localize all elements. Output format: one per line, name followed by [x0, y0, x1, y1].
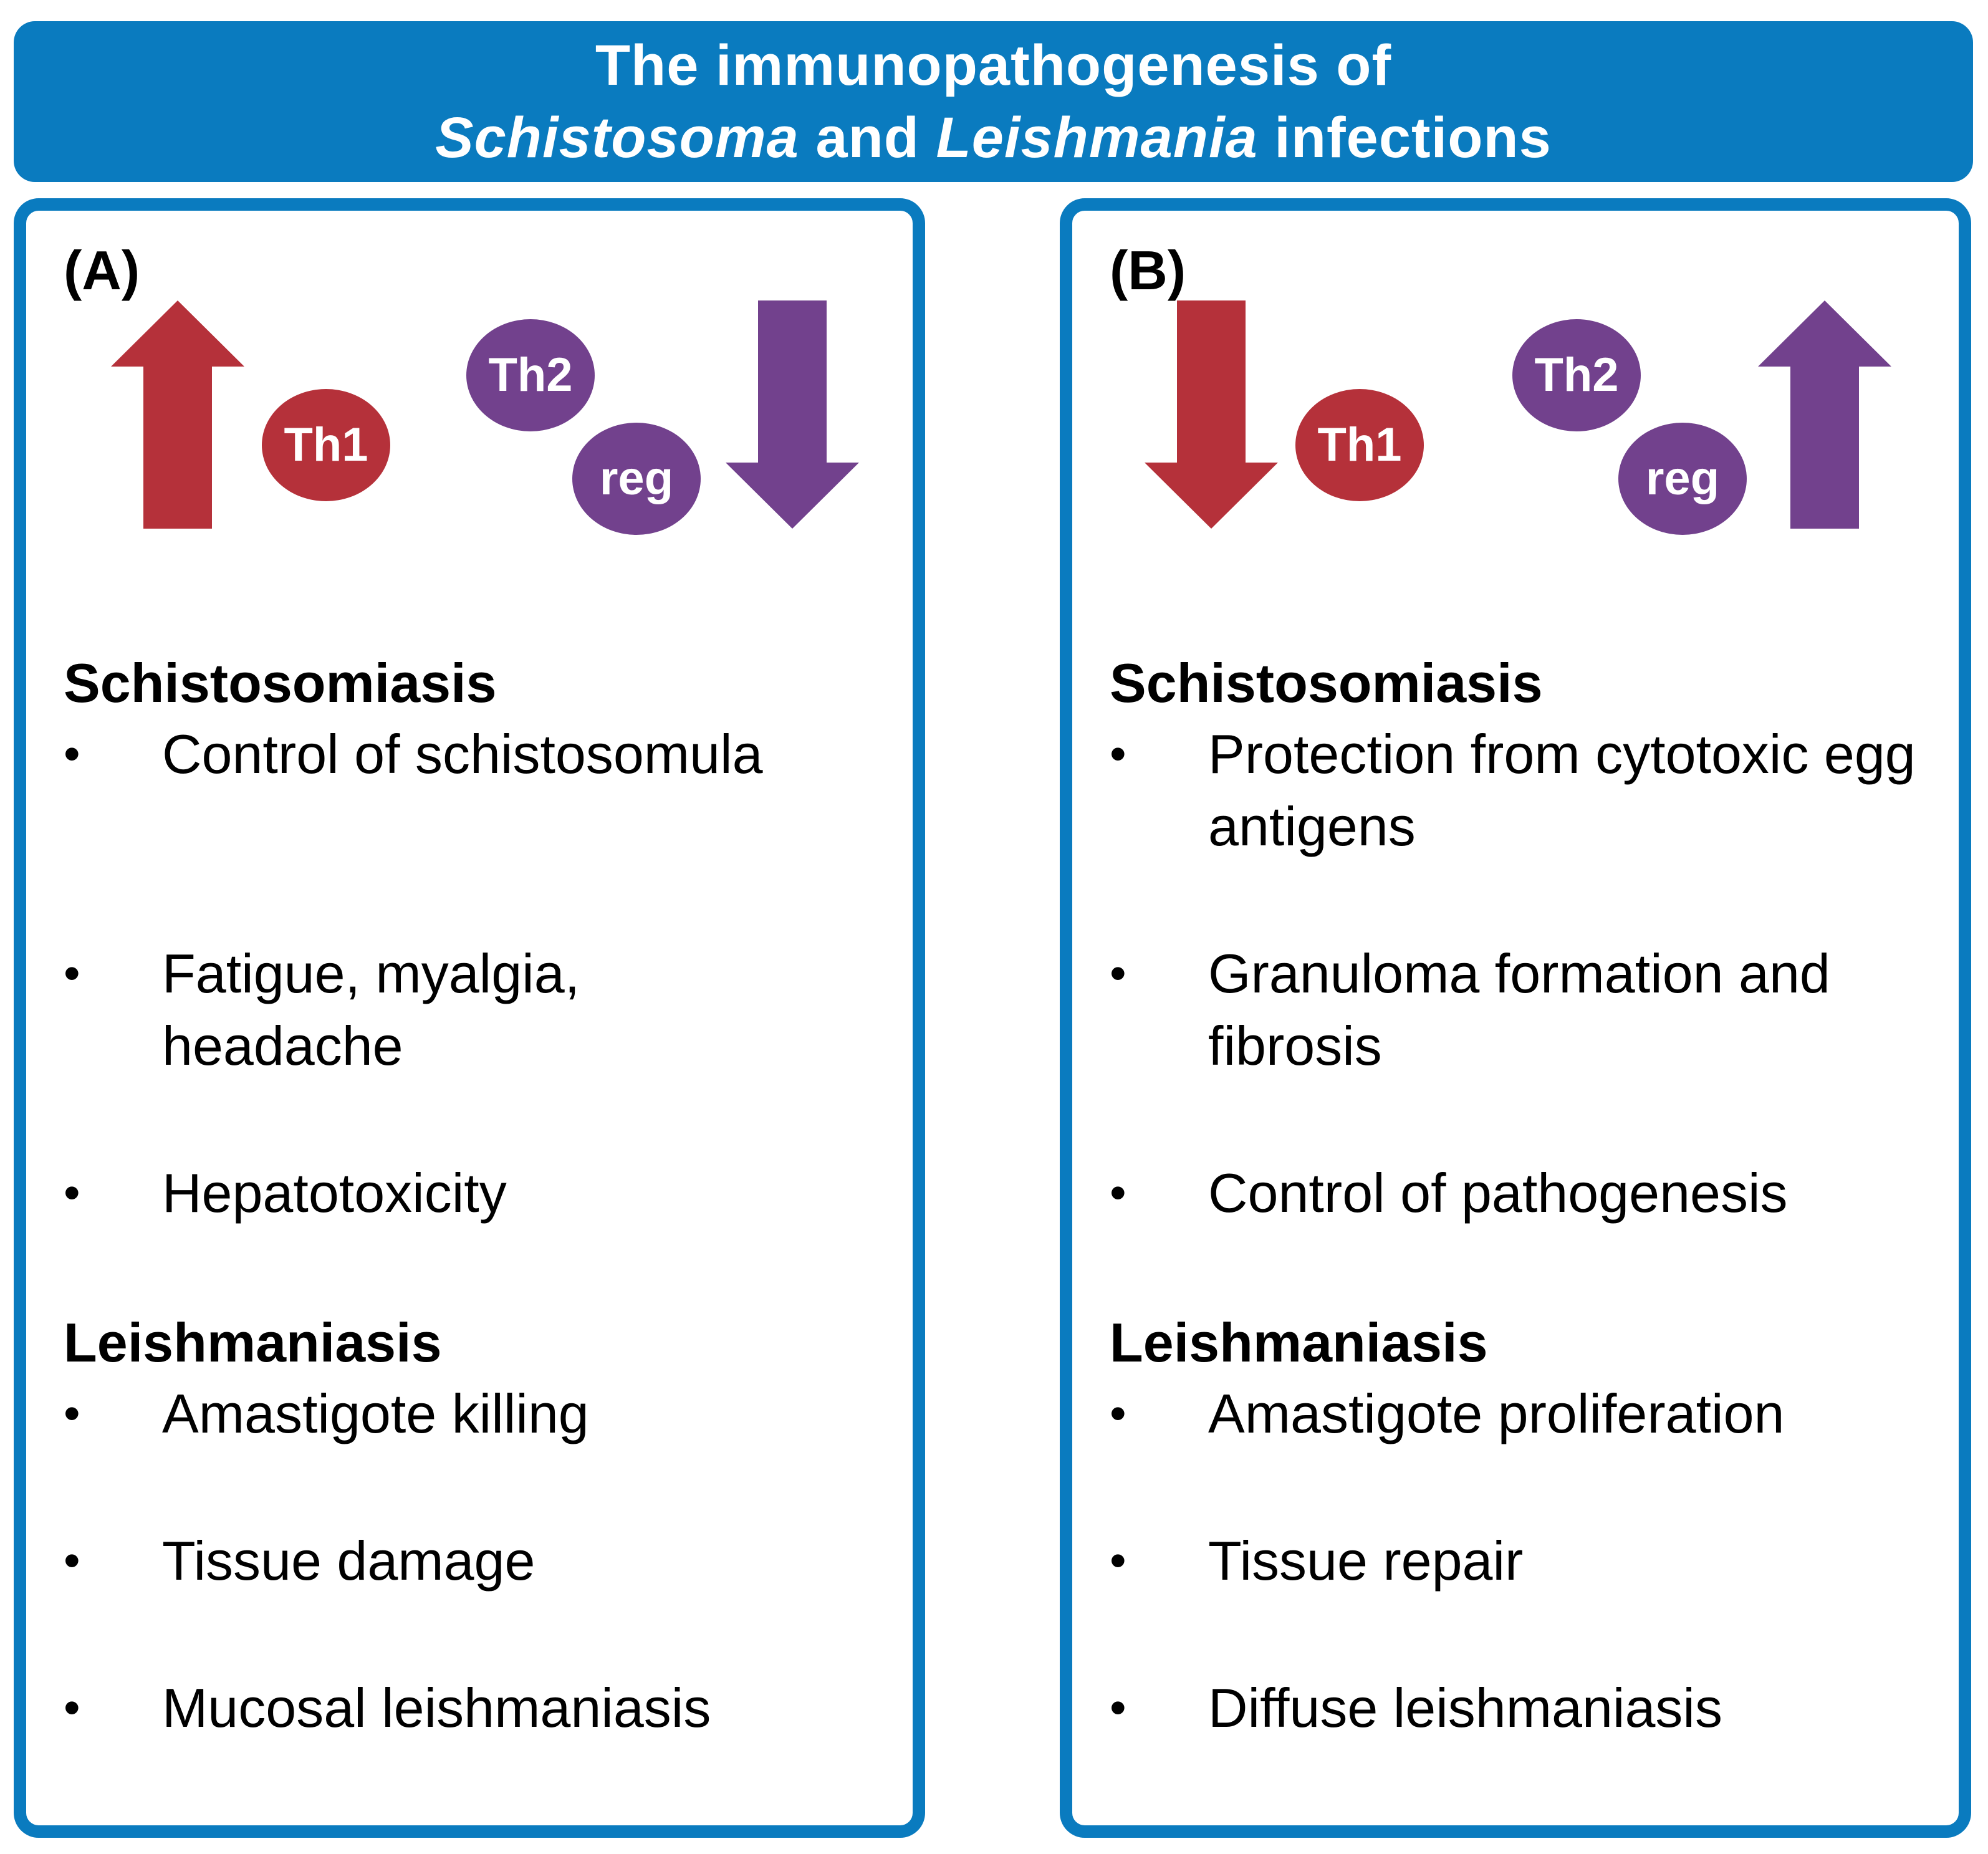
title-species-leishmania: Leishmania [936, 106, 1258, 170]
title-and: and [799, 106, 936, 170]
bullet-point: • [1110, 1534, 1126, 1587]
title-species-schistosoma: Schistosoma [435, 106, 799, 170]
panel-b-th1-arrow-down-icon [1145, 300, 1278, 529]
bullet-point: • [64, 728, 80, 781]
panel-b-th1-label: Th1 [1317, 418, 1402, 471]
panel-a-treg-cell: reg [572, 423, 701, 535]
bullet-point: • [64, 1534, 80, 1587]
panel-a-label: (A) [64, 239, 140, 301]
panel-a-th2-cell: Th2 [466, 319, 595, 431]
title-line-2: Schistosoma and Leishmania infections [435, 102, 1552, 174]
panel-b-leishmaniasis-heading: Leishmaniasis [1110, 1312, 1488, 1373]
panel-b: (B) Th1 Th2 reg Schistosomiasis • Protec… [1060, 198, 1971, 1838]
bullet-point: • [64, 947, 80, 1000]
panel-b-treg-cell: reg [1618, 423, 1747, 535]
arrow-down-shape [726, 300, 859, 529]
title-infections: infections [1257, 106, 1552, 170]
panel-b-reg-label: reg [1645, 452, 1720, 505]
arrow-up-shape [111, 300, 244, 529]
panel-a-th1-label: Th1 [284, 418, 368, 471]
panel-a-leishmaniasis-heading: Leishmaniasis [64, 1312, 442, 1373]
bullet-point: • [64, 1681, 80, 1734]
panel-b-th2-label: Th2 [1534, 348, 1619, 401]
panel-a-reg-label: reg [599, 452, 674, 505]
panel-a-schistosomiasis-heading: Schistosomiasis [64, 652, 497, 714]
bullet-point: • [1110, 1681, 1126, 1734]
panel-b-th2-cell: Th2 [1512, 319, 1641, 431]
panel-a-th2-reg-arrow-down-icon [726, 300, 859, 529]
arrow-down-shape [1145, 300, 1278, 529]
title-line-1: The immunopathogenesis of [595, 34, 1392, 97]
bullet-point: • [1110, 728, 1126, 781]
bullet-point: • [64, 1387, 80, 1440]
panel-b-th1-cell: Th1 [1295, 389, 1424, 501]
bullet-point: • [64, 1166, 80, 1219]
bullet-point: • [1110, 1166, 1126, 1219]
panel-b-label: (B) [1110, 239, 1186, 301]
bullet-point: • [1110, 947, 1126, 1000]
panel-a-th2-label: Th2 [488, 348, 573, 401]
panel-a-th1-cell: Th1 [262, 389, 390, 501]
title-banner: The immunopathogenesis of Schistosoma an… [14, 21, 1973, 182]
panel-a-th1-arrow-up-icon [111, 300, 244, 529]
panel-b-th2-reg-arrow-up-icon [1758, 300, 1891, 529]
panel-b-schistosomiasis-heading: Schistosomiasis [1110, 652, 1543, 714]
panel-a: (A) Th1 Th2 reg Schistosomiasis • Contro… [14, 198, 925, 1838]
bullet-point: • [1110, 1387, 1126, 1440]
arrow-up-shape [1758, 300, 1891, 529]
